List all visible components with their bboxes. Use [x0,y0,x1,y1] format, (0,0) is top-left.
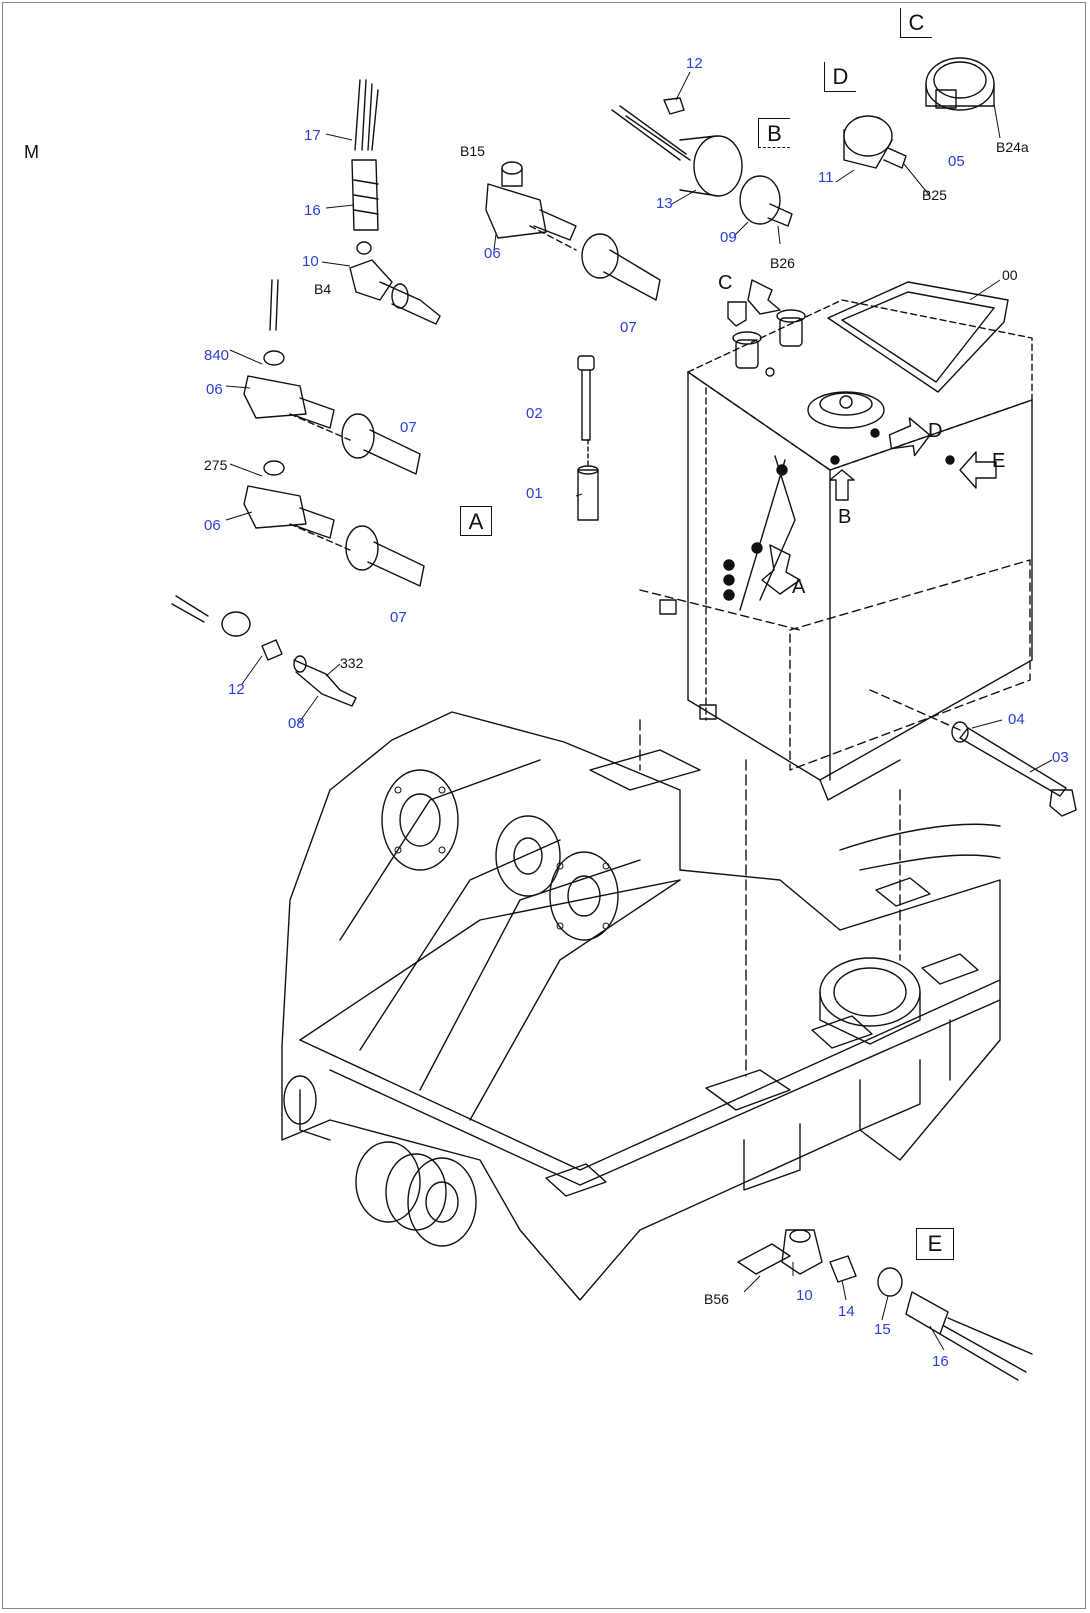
callout-840[interactable]: 840 [204,347,230,364]
view-arrow-e: E [992,450,1006,472]
callout-05[interactable]: 05 [948,153,965,170]
callout-11[interactable]: 11 [818,169,834,186]
callout-14[interactable]: 14 [838,1303,855,1320]
view-arrow-c: C [718,272,733,294]
sensor-332-assembly [171,595,357,707]
callout-332[interactable]: 332 [340,655,364,671]
sensor-b56-assembly [737,1229,1033,1381]
sensor-b26-assembly [611,97,793,227]
sensor-b4-assembly [269,79,441,331]
callout-01[interactable]: 01 [526,485,543,502]
callout-13[interactable]: 13 [656,195,673,212]
callout-06-a[interactable]: 06 [206,381,223,398]
callout-10-bot[interactable]: 10 [796,1287,813,1304]
callout-16-bot[interactable]: 16 [932,1353,949,1370]
callout-02[interactable]: 02 [526,405,543,422]
callout-b56[interactable]: B56 [704,1291,729,1307]
hydraulic-tank [639,279,1033,801]
sensor-b25-assembly [843,115,907,169]
level-rod-assembly [577,355,599,521]
view-box-c[interactable]: C [900,8,932,38]
view-box-d[interactable]: D [824,62,856,92]
sensor-275-assembly [243,460,425,587]
view-arrow-d: D [928,420,943,442]
callout-b15[interactable]: B15 [460,143,485,159]
view-box-b[interactable]: B [758,118,790,148]
callout-b24a[interactable]: B24a [996,139,1029,155]
upper-frame [281,711,1001,1301]
callout-07-top[interactable]: 07 [620,319,637,336]
callout-06-top[interactable]: 06 [484,245,501,262]
callout-b26[interactable]: B26 [770,255,795,271]
callout-00[interactable]: 00 [1002,267,1018,283]
view-box-a[interactable]: A [460,506,492,536]
callout-12-low[interactable]: 12 [228,681,245,698]
view-arrow-b: B [838,506,852,528]
callout-04[interactable]: 04 [1008,711,1025,728]
callout-17[interactable]: 17 [304,127,321,144]
sensor-b15-assembly [485,161,661,301]
callout-07-b[interactable]: 07 [390,609,407,626]
callout-16-top[interactable]: 16 [304,202,321,219]
view-arrow-a: A [792,576,806,598]
callout-08[interactable]: 08 [288,715,305,732]
callout-07-a[interactable]: 07 [400,419,417,436]
callout-275[interactable]: 275 [204,457,228,473]
callout-03[interactable]: 03 [1052,749,1069,766]
callout-15[interactable]: 15 [874,1321,891,1338]
callout-12-top[interactable]: 12 [686,55,703,72]
callout-b25[interactable]: B25 [922,187,947,203]
sensor-840-assembly [243,350,421,475]
sensor-b24a-assembly [925,57,995,111]
callout-06-b[interactable]: 06 [204,517,221,534]
callout-b4[interactable]: B4 [314,281,332,297]
tank-mounting-bolt [951,721,1077,817]
view-box-e[interactable]: E [916,1228,954,1260]
callout-09[interactable]: 09 [720,229,737,246]
corner-section-label: M [24,142,39,162]
callout-10-top[interactable]: 10 [302,253,319,270]
